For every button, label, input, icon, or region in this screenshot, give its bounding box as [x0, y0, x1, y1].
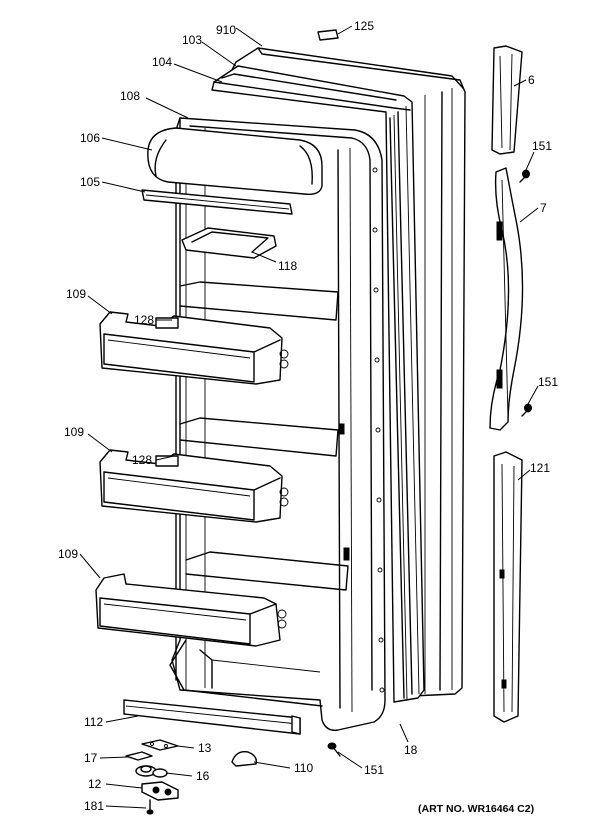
- callout-125: 125: [354, 19, 374, 33]
- handle-lower-trim: [493, 451, 523, 723]
- callout-112: 112: [84, 715, 103, 729]
- callout-910: 910: [216, 23, 236, 37]
- handle-screw-upper: [519, 169, 530, 183]
- handle-trim-cap: [491, 45, 523, 155]
- door-bin-middle: [99, 449, 289, 523]
- callout-16: 16: [196, 769, 210, 783]
- callout-110: 110: [294, 761, 313, 775]
- callout-104: 104: [152, 55, 172, 69]
- handle-screw-lower: [521, 403, 532, 417]
- bottom-trim-strip: [123, 699, 301, 735]
- door-bin-upper: [99, 311, 289, 385]
- callout-109-middle: 109: [64, 425, 84, 439]
- dairy-compartment-door: [147, 127, 323, 196]
- leader-lines: [79, 25, 539, 809]
- callout-labels: 910 125 103 104 108 106 105 118 109 128 …: [58, 19, 558, 815]
- callout-12: 12: [88, 777, 102, 791]
- callout-106: 106: [80, 131, 100, 145]
- inner-door-liner: [169, 117, 386, 731]
- liner-screw-holes: [372, 167, 385, 693]
- callout-109-lower: 109: [58, 547, 78, 561]
- dairy-trim-rail: [141, 189, 293, 215]
- callout-118: 118: [278, 259, 297, 273]
- small-tray: [181, 227, 277, 259]
- outer-door-panel: [231, 47, 466, 697]
- hinge-hardware: [125, 739, 341, 815]
- callout-17: 17: [84, 751, 98, 765]
- callout-6: 6: [528, 73, 535, 87]
- callout-151-middle: 151: [538, 375, 558, 389]
- callout-151-bottom: 151: [364, 763, 384, 777]
- callout-181: 181: [84, 799, 104, 813]
- door-handle: [489, 167, 524, 431]
- label-piece: [317, 29, 339, 41]
- callout-18: 18: [404, 743, 418, 757]
- art-number: (ART NO. WR16464 C2): [418, 803, 534, 815]
- callout-7: 7: [540, 201, 547, 215]
- door-gasket-frame: [211, 65, 425, 703]
- callout-121: 121: [530, 461, 550, 475]
- callout-128-middle: 128: [132, 453, 152, 467]
- callout-151-upper: 151: [532, 139, 552, 153]
- callout-105: 105: [80, 175, 100, 189]
- callout-109-upper: 109: [66, 287, 86, 301]
- callout-128-upper: 128: [134, 313, 154, 327]
- callout-108: 108: [120, 89, 140, 103]
- door-bin-lower: [95, 573, 287, 647]
- callout-13: 13: [198, 741, 212, 755]
- callout-103: 103: [182, 33, 202, 47]
